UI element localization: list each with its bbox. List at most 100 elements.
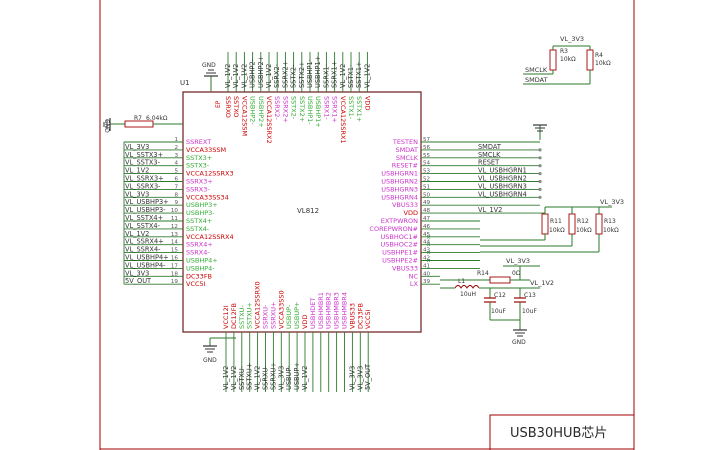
top-pin-label: SSRX2- xyxy=(273,96,281,120)
r12-ref: R12 xyxy=(577,218,589,225)
top-net-label: VL_1V2 xyxy=(339,64,347,88)
left-pin-label: USBHP4- xyxy=(186,264,215,272)
right-pin-label: VBUS33 xyxy=(392,201,418,209)
top-net-label: SSTX1+ xyxy=(355,61,363,88)
top-pin-label: SSRX1- xyxy=(322,96,330,120)
bottom-pin-label: VCCA12SSRX0 xyxy=(254,281,262,329)
l1-inductor xyxy=(454,285,480,289)
left-pin-label: USBHP3+ xyxy=(186,201,218,209)
left-net-label: VL_SSRX4+ xyxy=(125,238,164,246)
net-dot xyxy=(538,164,542,168)
top-pin-label: SSTX2+ xyxy=(298,96,306,122)
top-pin-label: SSRX1+ xyxy=(331,96,339,123)
top-pin-label: USBHP2- xyxy=(249,96,257,125)
chip-part-number: VL812 xyxy=(297,207,319,215)
l1-ref: L1 xyxy=(458,278,465,285)
right-pin-label: SMCLK xyxy=(396,154,419,162)
bottom-net-label: SSTXU+ xyxy=(246,363,254,390)
right-pin-number: 53 xyxy=(423,169,431,175)
left-net-label: VL_3V3 xyxy=(125,190,149,198)
right-pin-label: USBHOC1# xyxy=(381,233,418,241)
r13-value: 10kΩ xyxy=(603,227,619,234)
left-pin-label: SSRX3- xyxy=(186,185,210,193)
right-pin-number: 51 xyxy=(423,184,431,190)
bottom-net-label: VL_3V3 xyxy=(348,366,356,390)
title-block-text: USB30HUB芯片 xyxy=(510,426,607,441)
c12-ref: C12 xyxy=(494,292,506,299)
r3-value: 10kΩ xyxy=(560,56,576,63)
left-pin-number: 10 xyxy=(171,208,179,214)
bottom-pin-label: VCC5I xyxy=(364,309,372,329)
right-pin-label: TESTEN xyxy=(392,138,418,146)
left-pin-number: 19 xyxy=(171,279,179,285)
left-pin-label: SSTX3- xyxy=(186,162,210,170)
right-pin-number: 56 xyxy=(423,145,431,151)
left-pin-label: SSTX4- xyxy=(186,225,210,233)
right-pin-label: USBHGRN4 xyxy=(381,193,418,201)
right-pin-number: 54 xyxy=(423,161,431,167)
left-pin-label: DC33FB xyxy=(186,272,212,280)
bottom-net-label: VL_3V3 xyxy=(277,366,285,390)
right-net-label: RESET xyxy=(478,159,500,167)
net-dot xyxy=(538,179,542,184)
left-pin-label: VCCA12SSRX3 xyxy=(186,170,234,178)
pullup-r11-r13: VL_3V3 R11 10kΩ R12 10kΩ R13 10kΩ xyxy=(480,198,624,253)
r12-value: 10kΩ xyxy=(576,227,592,234)
left-gnd-label: GND xyxy=(103,119,110,133)
left-pin-label: SSRX3+ xyxy=(186,178,213,186)
left-pin-number: 13 xyxy=(171,232,179,238)
top-net-label: SSRX2- xyxy=(273,63,281,88)
top-net-label: SSRX1- xyxy=(322,63,330,88)
r4-ref: R4 xyxy=(595,52,603,59)
left-net-label: VL_SSRX4- xyxy=(125,246,161,254)
bottom-pin-label: USBUP- xyxy=(285,304,293,329)
top-pin-label: VCCA12SSRX2 xyxy=(265,96,273,144)
pullup-vl3v3-label: VL_3V3 xyxy=(560,35,584,43)
right-pin-number: 41 xyxy=(423,263,431,269)
left-pin-number: 2 xyxy=(174,145,178,151)
top-pins-group: SSRXOVL_1V2SSTXOVL_1V2VCCA12SSMVL_1V2USB… xyxy=(224,52,371,144)
right-pin-label: RESET# xyxy=(392,162,418,170)
left-pin-number: 1 xyxy=(174,137,178,143)
bottom-net-label: SSRXU+ xyxy=(269,362,277,390)
right-pin-number: 57 xyxy=(423,137,431,143)
bottom-left-gnd-label: GND xyxy=(203,357,217,364)
top-pin-label: VDD xyxy=(363,96,371,110)
bottom-left-gnd: GND xyxy=(203,337,236,364)
left-pin-label: SSTX4+ xyxy=(186,217,212,225)
left-net-label: VL_SSRX3- xyxy=(125,182,161,190)
c13-value: 10uF xyxy=(522,308,537,315)
top-pin-label: VCCA12SSRX1 xyxy=(339,96,347,144)
bottom-net-label: VL_1V2 xyxy=(254,366,262,390)
right-pin-number: 48 xyxy=(423,208,431,214)
top-pin-label: USBHP1+ xyxy=(314,96,322,128)
r7-resistor: R7 6.04kΩ xyxy=(110,115,183,128)
left-gnd: GND xyxy=(103,118,111,133)
l1-value: 10uH xyxy=(460,291,476,298)
top-net-label: SSRX1+ xyxy=(331,61,339,88)
c12-value: 10uF xyxy=(491,308,506,315)
left-pin-number: 16 xyxy=(171,256,179,262)
right-pin-number: 44 xyxy=(423,240,431,246)
bottom-net-label: VL_1V2 xyxy=(222,366,230,390)
bottom-pin-label: SSTXU- xyxy=(238,305,246,329)
bottom-pin-label: VBUS33 xyxy=(348,303,356,329)
r11-value: 10kΩ xyxy=(549,227,565,234)
chip-top-gnd: GND xyxy=(202,62,218,92)
bottom-pin-label: USBHMBR4 xyxy=(341,292,349,329)
net-dot xyxy=(538,156,542,160)
left-net-label: VL_SSTX4- xyxy=(125,222,161,230)
left-net-label: VL_USBHP3- xyxy=(125,206,166,214)
left-net-label: VL_USBHP4- xyxy=(125,261,166,269)
left-net-label: 5V_OUT xyxy=(125,277,152,285)
bottom-pin-label: USBHMBR2 xyxy=(325,292,333,329)
c13-ref: C13 xyxy=(524,292,536,299)
left-pin-label: SSRX4- xyxy=(186,249,210,257)
no-connect-mark: × xyxy=(426,250,431,257)
left-pin-label: VCCA33SSM xyxy=(186,146,226,154)
left-pin-label: VCC5I xyxy=(186,280,206,288)
top-net-label: SSTX2+ xyxy=(298,61,306,88)
